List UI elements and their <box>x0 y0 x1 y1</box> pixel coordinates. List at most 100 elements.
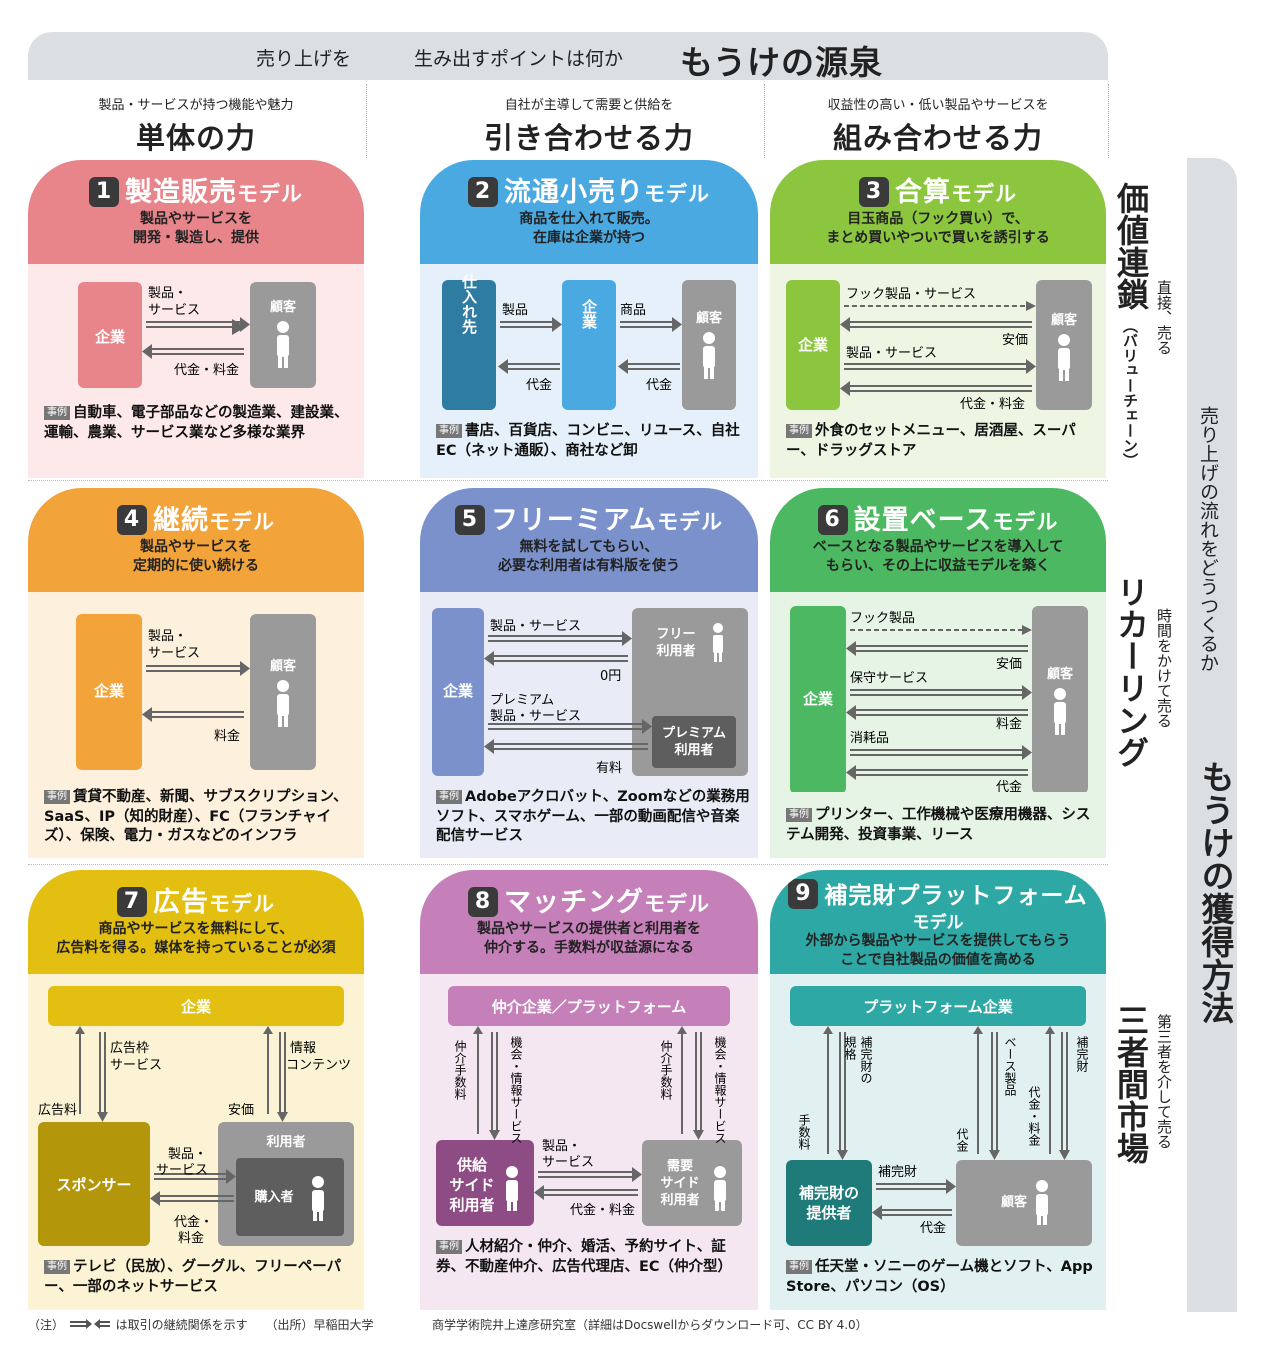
company-box <box>432 608 484 776</box>
svg-text:企業: 企業 <box>94 328 126 346</box>
svg-text:顧客: 顧客 <box>696 310 723 326</box>
company-box <box>76 614 142 770</box>
svg-text:企業: 企業 <box>93 682 125 700</box>
column-header-1: 製品・サービスが持つ機能や魅力 単体の力 <box>98 98 294 155</box>
svg-text:製品・: 製品・ <box>148 629 187 644</box>
svg-text:フック製品・サービス: フック製品・サービス <box>846 287 976 302</box>
svg-text:製品: 製品 <box>502 303 528 318</box>
svg-text:安価: 安価 <box>228 1103 254 1118</box>
svg-text:機会・情報サービス: 機会・情報サービス <box>509 1035 523 1144</box>
platform-box <box>790 986 1086 1026</box>
svg-text:広告枠: 広告枠 <box>110 1041 149 1056</box>
svg-text:ベース製品: ベース製品 <box>1003 1036 1017 1096</box>
row-label-recurring-sub: 時間をかけて売る <box>1155 608 1173 728</box>
svg-text:代金: 代金 <box>646 377 672 393</box>
svg-text:機会・情報サービス: 機会・情報サービス <box>713 1035 727 1144</box>
sidebar: 売り上げの流れをどうつくるか もうけの獲得方法 <box>1187 158 1237 1312</box>
model-diagram: 仲介企業／プラットフォーム 供給 サイド 利用者 需要 サイド 利用者 仲介手数… <box>436 986 742 1226</box>
svg-text:製品・サービス: 製品・サービス <box>490 619 581 634</box>
svg-text:コンテンツ: コンテンツ <box>286 1058 351 1073</box>
model-example: 事例書店、百貨店、コンビニ、リユース、自社EC（ネット通販）、商社など卸 <box>436 423 740 459</box>
model-diagram: 仕入れ先 企業 顧客 製品 商品 代金 代金 <box>442 273 736 410</box>
svg-text:仕入れ先: 仕入れ先 <box>460 273 478 335</box>
svg-text:仲介企業／プラットフォーム: 仲介企業／プラットフォーム <box>492 998 687 1016</box>
model-desc: 目玉商品（フック買い）で、まとめ買いやついで買いを誘引する <box>826 211 1050 246</box>
model-example: 事例人材紹介・仲介、婚活、予約サイト、証券、不動産仲介、広告代理店、EC（仲介型… <box>436 1239 733 1275</box>
model-example: 事例任天堂・ソニーのゲーム機とソフト、App Store、パソコン（OS） <box>786 1259 1093 1295</box>
svg-text:料金: 料金 <box>996 716 1022 732</box>
company-box <box>48 986 344 1026</box>
model-title-suffix: モデル <box>912 913 964 933</box>
model-desc: 商品を仕入れて販売。在庫は企業が持つ <box>519 211 659 246</box>
svg-text:商品: 商品 <box>620 303 646 318</box>
svg-text:利用者: 利用者 <box>660 1192 699 1208</box>
svg-text:フック製品: フック製品 <box>850 611 915 626</box>
sponsor-box <box>38 1122 150 1246</box>
svg-text:補完財の: 補完財の <box>859 1036 873 1084</box>
person-icon <box>703 332 715 379</box>
svg-text:料金: 料金 <box>178 1230 204 1246</box>
person-icon <box>506 1166 518 1211</box>
svg-text:仲介手数料: 仲介手数料 <box>453 1040 467 1100</box>
svg-text:サービス: サービス <box>110 1058 162 1073</box>
svg-text:代金: 代金 <box>526 377 552 393</box>
svg-text:顧客: 顧客 <box>270 299 297 315</box>
row-label-value-chain-paren: （バリューチェーン） <box>1121 318 1139 468</box>
svg-text:製品・サービス: 製品・サービス <box>490 709 581 724</box>
model-desc: 無料を試してもらい、必要な利用者は有料版を使う <box>498 539 680 574</box>
supplier-box <box>442 280 496 410</box>
svg-text:企業: 企業 <box>802 690 834 708</box>
svg-text:顧客: 顧客 <box>1051 312 1078 328</box>
svg-text:代金・料金: 代金・料金 <box>570 1202 635 1218</box>
model-desc: ベースとなる製品やサービスを導入してもらい、その上に収益モデルを築く <box>812 539 1064 574</box>
model-diagram: 企業 顧客 製品・ サービス 料金 <box>76 614 316 770</box>
svg-text:サービス: サービス <box>148 646 200 661</box>
svg-text:プレミアム: プレミアム <box>662 726 726 741</box>
svg-text:情報: 情報 <box>290 1041 316 1056</box>
person-icon <box>713 623 723 662</box>
svg-text:製品・: 製品・ <box>148 286 187 301</box>
svg-text:サービス: サービス <box>542 1155 594 1170</box>
person-icon <box>277 321 289 368</box>
svg-text:補完財の: 補完財の <box>798 1184 859 1202</box>
model-diagram: 企業 顧客 フック製品 安価 保守サービス 料金 消耗品 代金 <box>790 606 1088 792</box>
svg-text:製品・: 製品・ <box>168 1147 207 1162</box>
model-diagram: プラットフォーム企業 補完財の 提供者 顧客 手数料 補完財の 規格 代金 ベー… <box>786 986 1092 1246</box>
sidebar-title: もうけの獲得方法 <box>1196 760 1235 1024</box>
customer-box <box>956 1160 1092 1246</box>
svg-text:補完財: 補完財 <box>1075 1036 1089 1072</box>
svg-text:企業: 企業 <box>580 298 598 330</box>
model-diagram: 企業 フリー 利用者 プレミアム 利用者 製品・サービス 0円 プレミアム 製品… <box>432 608 748 776</box>
svg-text:企業: 企業 <box>797 336 829 354</box>
row-label-three-party-sub: 第三者を介して売る <box>1155 1014 1173 1149</box>
svg-text:保守サービス: 保守サービス <box>850 671 928 686</box>
svg-text:提供者: 提供者 <box>806 1204 851 1222</box>
model-example: 事例自動車、電子部品などの製造業、建設業、運輸、農業、サービス業など多様な業界 <box>44 405 349 441</box>
svg-text:サービス: サービス <box>148 303 200 318</box>
footer-credit: 商学学術院井上達彦研究室（詳細はDocswellからダウンロード可、CC BY … <box>432 1318 868 1332</box>
header-middle: 生み出すポイントは何か <box>414 48 624 70</box>
svg-text:供給: 供給 <box>456 1156 488 1174</box>
svg-text:代金・: 代金・ <box>174 1214 213 1230</box>
svg-text:安価: 安価 <box>1002 333 1028 348</box>
person-icon <box>312 1176 324 1221</box>
model-diagram: 企業 顧客 フック製品・サービス 安価 製品・サービス 代金・料金 <box>786 280 1092 412</box>
svg-text:有料: 有料 <box>596 761 622 776</box>
model-example: 事例テレビ（民放）、グーグル、フリーペーパー、一部のネットサービス <box>44 1259 342 1295</box>
divider <box>764 84 765 158</box>
svg-text:企業: 企業 <box>180 998 212 1016</box>
provider-box <box>786 1160 872 1246</box>
model-desc: 製品やサービスを定期的に使い続ける <box>133 539 259 574</box>
svg-text:利用者: 利用者 <box>674 742 713 758</box>
svg-text:仲介手数料: 仲介手数料 <box>659 1040 673 1100</box>
header-bar: 売り上げを 生み出すポイントは何か もうけの源泉 <box>28 32 1108 82</box>
company-box <box>78 282 142 388</box>
